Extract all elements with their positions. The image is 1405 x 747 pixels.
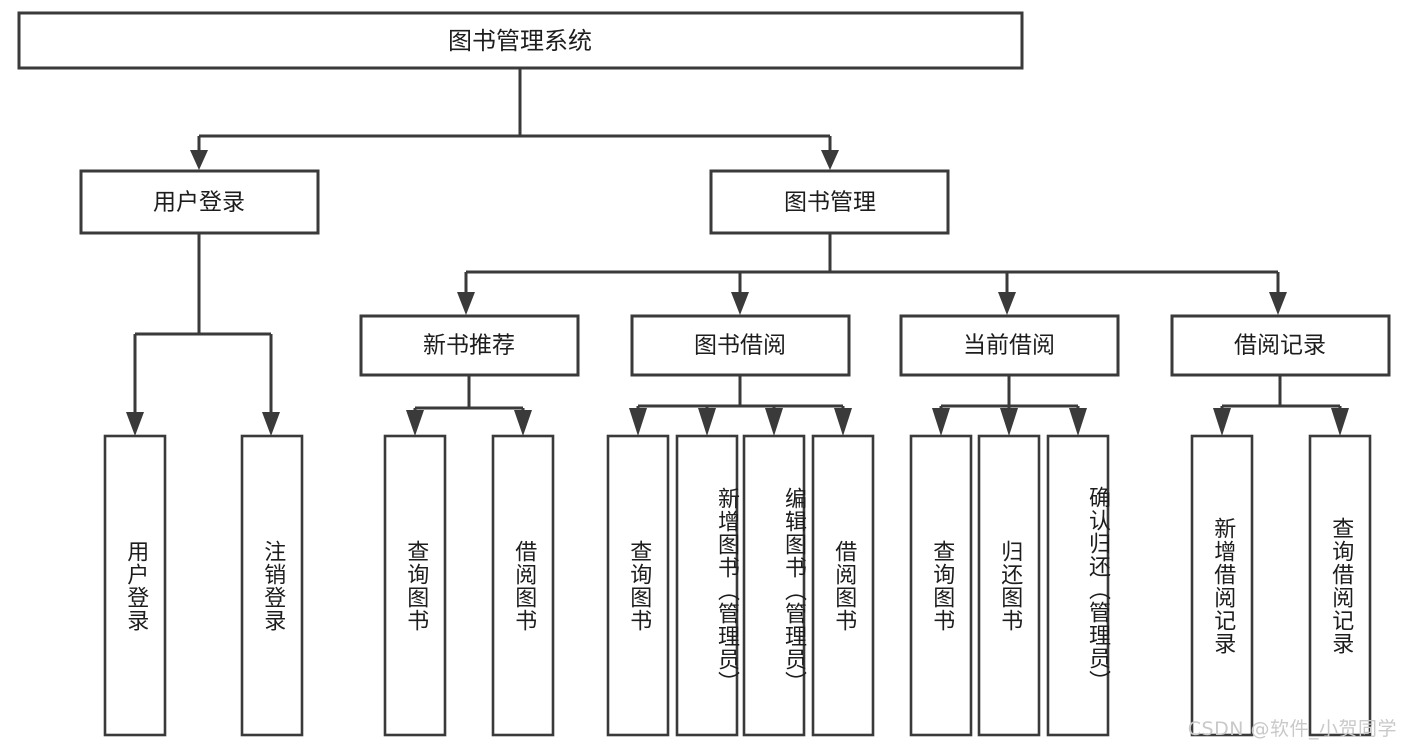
node-current-borrow[interactable]: 当前借阅 bbox=[899, 314, 1120, 377]
arrowhead-leaf-user-login bbox=[126, 412, 144, 436]
arrowhead-book-borrow bbox=[731, 292, 749, 315]
arrowhead-nb-borrow-book bbox=[514, 410, 532, 436]
arrowhead-book-mgmt bbox=[821, 150, 839, 170]
node-book-management[interactable]: 图书管理 bbox=[709, 169, 950, 235]
leaf-box-nb-query-book[interactable] bbox=[383, 434, 447, 737]
leaf-box-cb-query-book[interactable] bbox=[909, 434, 973, 737]
borrow-record-box[interactable] bbox=[1170, 314, 1391, 377]
connector-new-book-to-leaves bbox=[406, 375, 532, 436]
book-management-box[interactable] bbox=[709, 169, 950, 235]
csdn-watermark: CSDN @软件_小贺同学 bbox=[1187, 718, 1397, 740]
arrowhead-new-book bbox=[457, 292, 475, 315]
new-book-recommend-box[interactable] bbox=[359, 314, 580, 377]
leaf-box-user-login[interactable] bbox=[103, 434, 167, 737]
user-login-label: 用户登录 bbox=[153, 190, 245, 216]
node-book-borrow[interactable]: 图书借阅 bbox=[630, 314, 851, 377]
arrowhead-cb-query-book bbox=[932, 408, 950, 436]
new-book-recommend-label: 新书推荐 bbox=[423, 333, 515, 359]
connector-user-login-to-leaves bbox=[126, 233, 280, 436]
arrowhead-br-add-record bbox=[1213, 408, 1231, 436]
borrow-record-label: 借阅记录 bbox=[1234, 333, 1326, 359]
arrowhead-user-login bbox=[190, 150, 208, 170]
node-new-book-recommend[interactable]: 新书推荐 bbox=[359, 314, 580, 377]
arrowhead-bb-add-book bbox=[698, 408, 716, 436]
node-borrow-record[interactable]: 借阅记录 bbox=[1170, 314, 1391, 377]
leaf-box-logout[interactable] bbox=[240, 434, 304, 737]
arrowhead-leaf-logout bbox=[262, 412, 280, 436]
arrowhead-borrow-record bbox=[1269, 292, 1287, 315]
root-label: 图书管理系统 bbox=[448, 27, 592, 55]
root-box[interactable] bbox=[17, 11, 1024, 70]
connector-root-to-level2 bbox=[190, 68, 839, 170]
arrowhead-cb-return-book bbox=[1000, 408, 1018, 436]
arrowhead-bb-query-book bbox=[629, 408, 647, 436]
arrowhead-current-borrow bbox=[998, 292, 1016, 315]
leaf-box-bb-add-book[interactable] bbox=[675, 434, 739, 737]
arrowhead-nb-query-book bbox=[406, 410, 424, 436]
leaf-box-br-add-record[interactable] bbox=[1190, 434, 1254, 737]
current-borrow-label: 当前借阅 bbox=[963, 333, 1055, 359]
connector-borrow-record-to-leaves bbox=[1213, 375, 1349, 436]
leaf-box-bb-edit-book[interactable] bbox=[742, 434, 806, 737]
node-root[interactable]: 图书管理系统 bbox=[17, 11, 1024, 70]
connector-book-borrow-to-leaves bbox=[629, 375, 852, 436]
arrowhead-bb-edit-book bbox=[765, 408, 783, 436]
leaf-box-br-query-record[interactable] bbox=[1308, 434, 1372, 737]
current-borrow-box[interactable] bbox=[899, 314, 1120, 377]
book-management-label: 图书管理 bbox=[784, 190, 876, 216]
node-user-login[interactable]: 用户登录 bbox=[79, 169, 320, 235]
connector-book-mgmt-to-level3 bbox=[457, 233, 1287, 315]
arrowhead-br-query-record bbox=[1331, 408, 1349, 436]
leaf-box-bb-borrow-book[interactable] bbox=[811, 434, 875, 737]
leaf-box-cb-confirm-return[interactable] bbox=[1046, 434, 1110, 737]
connector-current-borrow-to-leaves bbox=[932, 375, 1087, 436]
book-borrow-box[interactable] bbox=[630, 314, 851, 377]
arrowhead-bb-borrow-book bbox=[834, 408, 852, 436]
arrowhead-cb-confirm-return bbox=[1069, 408, 1087, 436]
leaf-box-cb-return-book[interactable] bbox=[977, 434, 1041, 737]
book-borrow-label: 图书借阅 bbox=[694, 333, 786, 359]
leaf-box-nb-borrow-book[interactable] bbox=[491, 434, 555, 737]
leaf-box-bb-query-book[interactable] bbox=[606, 434, 670, 737]
